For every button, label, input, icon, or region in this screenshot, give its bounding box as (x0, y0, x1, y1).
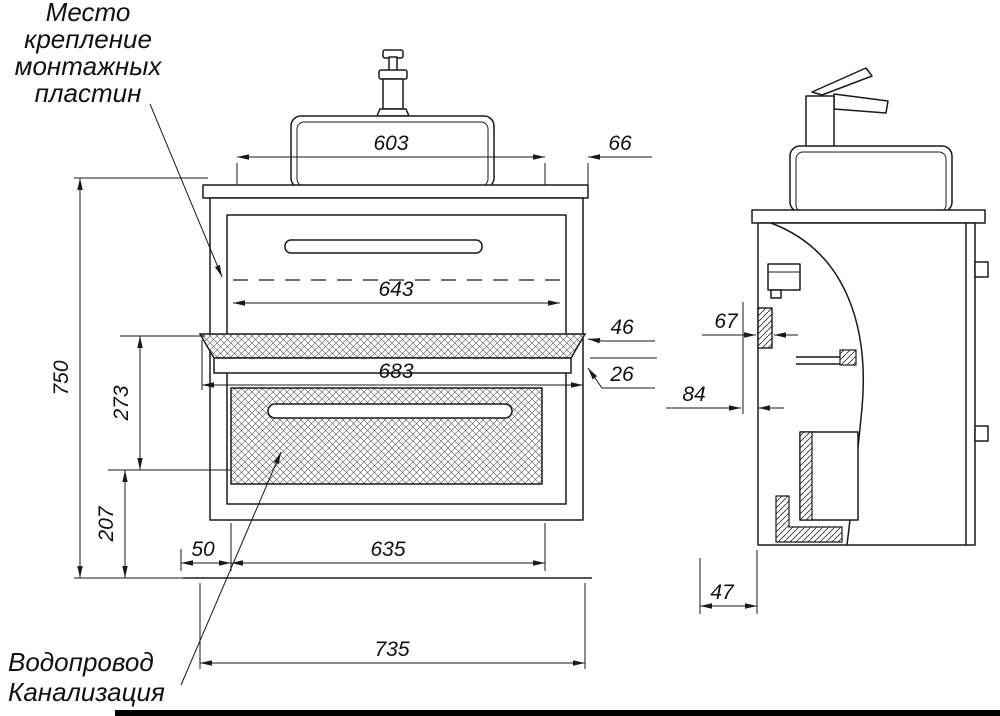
dim-273: 273 (108, 335, 230, 471)
dimensions-front: 603 66 643 683 46 26 (50, 132, 657, 669)
dim-label: 84 (682, 383, 705, 406)
faucet-side-icon (805, 67, 889, 149)
dim-603: 603 (236, 132, 546, 185)
dimensions-side: 67 84 47 (666, 302, 798, 614)
mid-shelf-apron (198, 333, 587, 359)
countertop-side (751, 209, 986, 224)
dim-84: 84 (666, 302, 784, 414)
lower-drawer-front (230, 387, 543, 485)
dim-label: 273 (110, 385, 133, 421)
dim-750: 750 (50, 177, 208, 579)
mounting-note-line: крепление (24, 24, 152, 54)
dim-label: 26 (609, 363, 634, 386)
mid-rail (213, 357, 572, 374)
dim-683: 683 (201, 340, 584, 390)
mounting-bracket (767, 263, 801, 291)
plumbing-note: Водопровод Канализация (8, 647, 165, 707)
dim-label: 207 (95, 505, 118, 542)
plumbing-note-line: Водопровод (8, 647, 154, 677)
dim-label: 635 (370, 538, 405, 561)
mounting-note-line: Место (46, 0, 131, 27)
bracket-tab (770, 289, 782, 299)
base-bracket-section (775, 495, 843, 543)
leader-line (587, 338, 655, 344)
faucet-spout (833, 93, 889, 114)
dim-label: 66 (608, 132, 632, 155)
sink-side (789, 145, 953, 213)
faucet-body (382, 78, 404, 110)
lower-handle-slot (267, 403, 513, 419)
faucet-base (376, 108, 410, 117)
dim-label: 603 (373, 132, 408, 155)
dim-label: 46 (610, 316, 634, 339)
upper-handle-slot (284, 239, 483, 254)
faucet-lever (811, 67, 873, 96)
wall-bracket-upper (974, 261, 989, 278)
sink-outer (789, 145, 953, 213)
wall-bracket-lower (974, 425, 989, 442)
bottom-edge-bar (115, 710, 1000, 716)
sink-front (290, 115, 495, 189)
drawer-side-section (799, 431, 813, 521)
dim-26: 26 (587, 363, 655, 389)
mounting-note: Место крепление монтажных пластин (15, 0, 163, 108)
dim-635: 635 (231, 523, 546, 571)
mounting-leader-line (149, 103, 223, 278)
dim-46: 46 (587, 316, 657, 359)
front-view (183, 49, 592, 579)
dim-47: 47 (699, 550, 758, 614)
side-view (751, 67, 989, 546)
mounting-note-line: пластин (35, 78, 142, 108)
dim-735: 735 (199, 583, 586, 669)
dim-67: 67 (702, 310, 798, 338)
dim-207: 207 (95, 470, 128, 578)
mounting-note-line: монтажных (15, 51, 163, 81)
cabinet-front (198, 197, 587, 521)
dim-label: 683 (378, 360, 413, 383)
dim-66: 66 (587, 132, 652, 196)
faucet-collar (378, 69, 408, 80)
dim-50: 50 (180, 523, 232, 571)
dim-label: 50 (191, 538, 215, 561)
shelf-section (839, 349, 857, 366)
dim-label: 67 (714, 310, 739, 333)
dim-label: 735 (374, 638, 409, 661)
dim-label: 47 (710, 581, 735, 604)
plumbing-leader-line (180, 451, 282, 686)
cabinet-side (757, 222, 989, 546)
faucet-body (805, 95, 835, 149)
mounting-plate-section (757, 307, 773, 349)
dim-label: 643 (378, 278, 413, 301)
annotations: Место крепление монтажных пластин Водопр… (8, 0, 282, 707)
dim-643: 643 (233, 278, 560, 306)
dim-label: 750 (50, 360, 73, 395)
plumbing-note-line: Канализация (8, 677, 165, 707)
leader-line (587, 367, 655, 389)
faucet-stem (388, 56, 398, 72)
countertop-front (202, 184, 589, 199)
faucet-front-icon (376, 49, 410, 117)
